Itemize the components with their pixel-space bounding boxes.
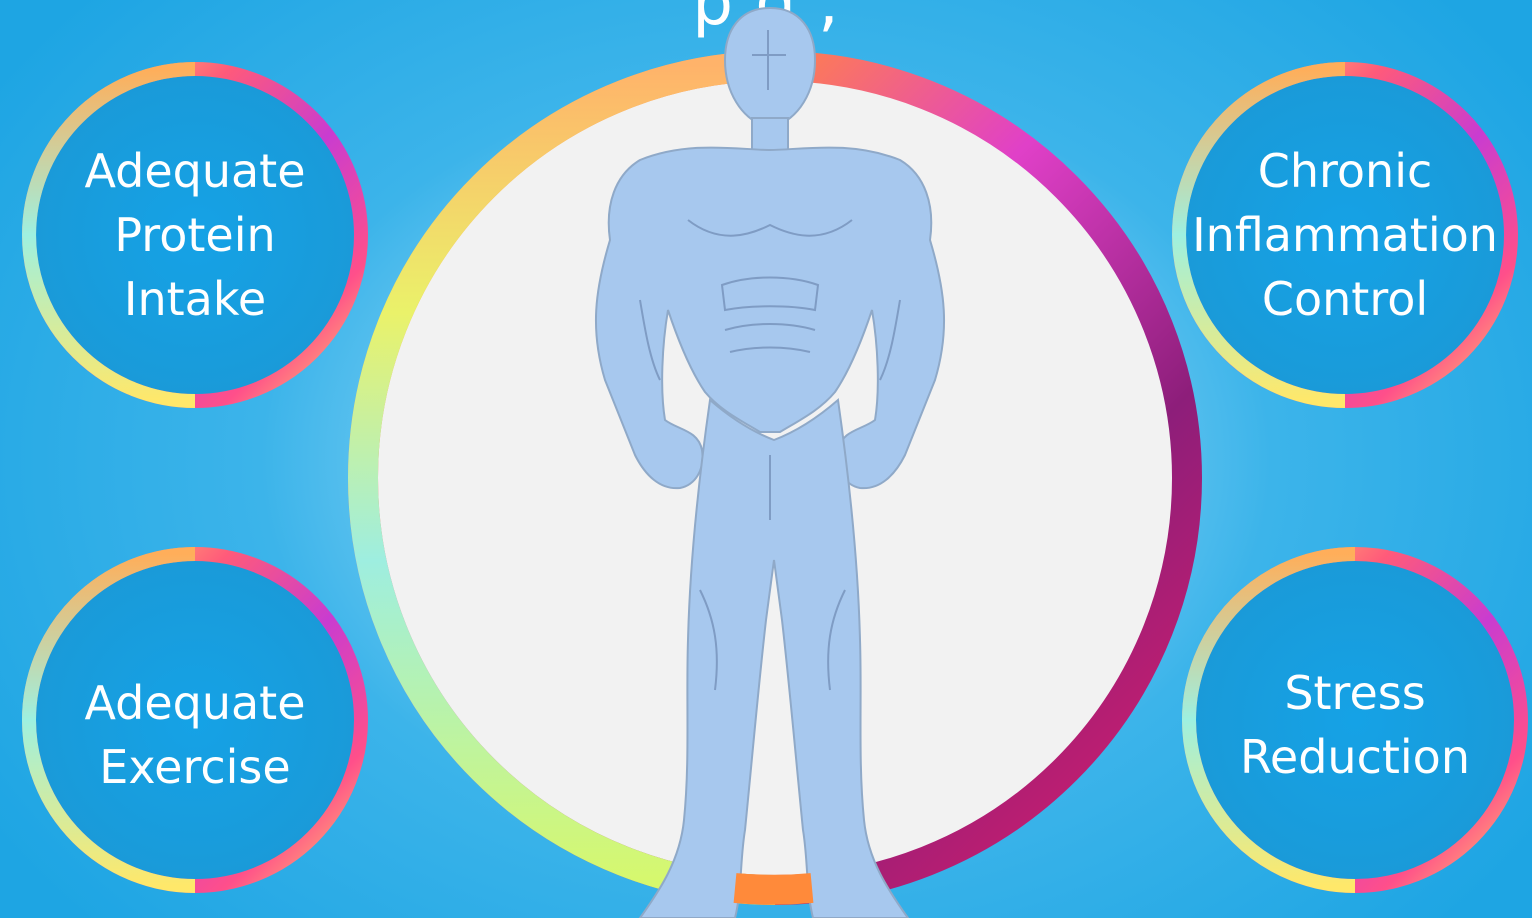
factor-exercise-label: Adequate Exercise (45, 585, 345, 885)
factor-exercise-line-1: Adequate (84, 671, 305, 735)
factor-inflammation-line-2: Inflammation (1192, 203, 1498, 267)
factor-inflammation-label: Chronic Inflammation Control (1185, 85, 1505, 385)
factor-stress-line-2: Reduction (1240, 725, 1470, 789)
factor-protein-line-2: Protein (114, 203, 275, 267)
factor-protein-line-1: Adequate (84, 139, 305, 203)
factor-exercise-line-2: Exercise (99, 735, 290, 799)
ring-bottom-segment (735, 888, 812, 890)
factor-stress-line-1: Stress (1284, 661, 1425, 725)
factor-protein-label: Adequate Protein Intake (45, 85, 345, 385)
factor-inflammation-line-1: Chronic (1258, 139, 1433, 203)
factor-protein-line-3: Intake (124, 267, 266, 331)
factor-inflammation-line-3: Control (1262, 267, 1428, 331)
factor-stress-label: Stress Reduction (1205, 575, 1505, 875)
